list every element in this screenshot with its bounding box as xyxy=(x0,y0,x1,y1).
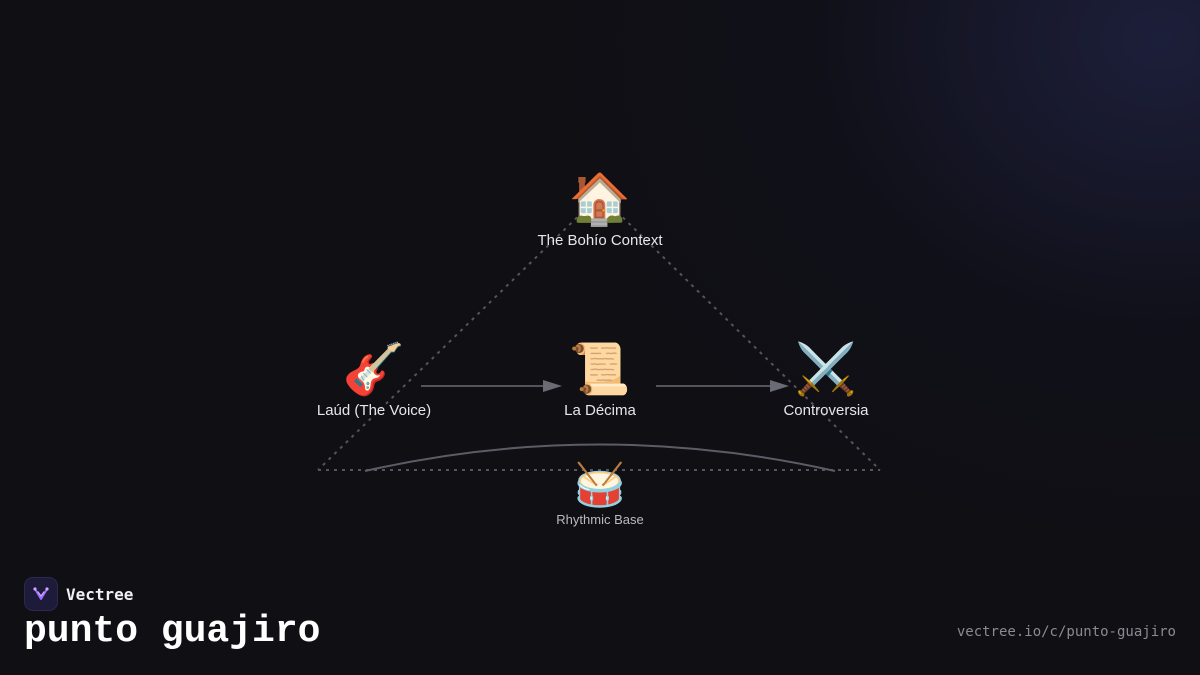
node-label-bohio-context: The Bohío Context xyxy=(537,232,663,249)
vectree-logo-icon xyxy=(24,577,58,611)
brand-name: Vectree xyxy=(66,584,134,604)
base-arc xyxy=(364,443,836,472)
triangle-edge-right xyxy=(599,194,881,471)
arrowhead-laud-to-decima xyxy=(543,380,562,392)
scroll-icon: 📜 xyxy=(568,340,632,398)
node-la-decima: 📜 La Décima xyxy=(564,344,636,419)
node-label-controversia: Controversia xyxy=(783,402,869,419)
node-label-laud: Laúd (The Voice) xyxy=(316,402,432,419)
node-controversia: ⚔️ Controversia xyxy=(783,344,868,419)
brand: Vectree xyxy=(24,577,133,611)
node-rhythmic-base: 🥁 Rhythmic Base xyxy=(556,460,644,528)
node-laud: 🎸 Laúd (The Voice) xyxy=(317,344,431,419)
arrowhead-decima-to-controversia xyxy=(770,380,789,392)
drum-icon: 🥁 xyxy=(573,460,627,509)
triangle-edge-left xyxy=(317,194,601,471)
page-title: punto guajiro xyxy=(24,610,321,653)
node-bohio-context: 🏠 The Bohío Context xyxy=(537,174,662,249)
node-label-la-decima: La Décima xyxy=(564,402,636,419)
page-url[interactable]: vectree.io/c/punto-guajiro xyxy=(956,624,1176,640)
node-label-rhythmic-base: Rhythmic Base xyxy=(556,512,644,527)
guitar-icon: 🎸 xyxy=(342,340,406,398)
house-icon: 🏠 xyxy=(568,170,632,228)
crossed-swords-icon: ⚔️ xyxy=(794,340,858,398)
